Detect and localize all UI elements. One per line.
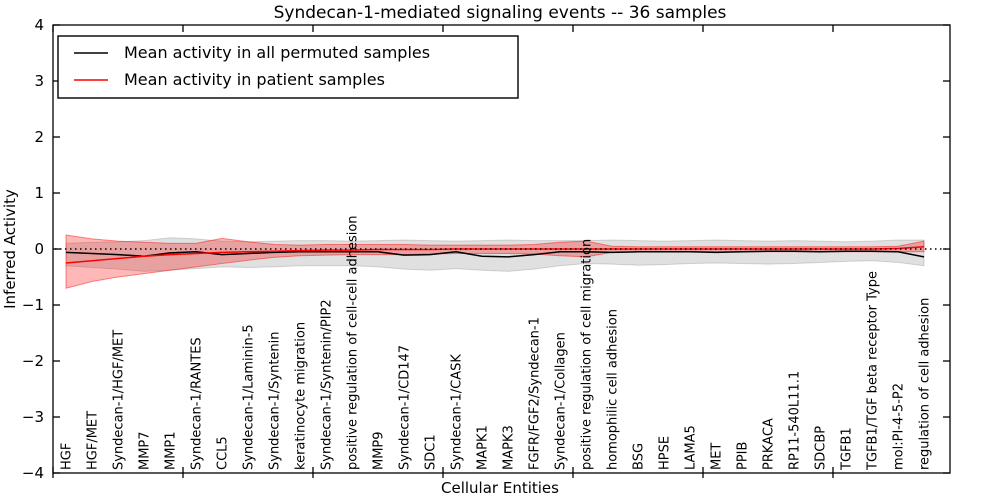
x-category-label: CCL5 bbox=[215, 436, 230, 470]
legend-label-patient: Mean activity in patient samples bbox=[124, 70, 385, 89]
x-category-label: HGF/MET bbox=[85, 411, 100, 470]
y-tick-label: −3 bbox=[22, 408, 44, 426]
x-category-label: Syndecan-1/CD147 bbox=[397, 345, 412, 470]
x-category-label: MMP1 bbox=[163, 431, 178, 470]
x-category-label: positive regulation of cell migration bbox=[579, 239, 594, 470]
confidence-bands bbox=[65, 234, 925, 289]
x-category-label: Syndecan-1/RANTES bbox=[189, 337, 204, 470]
chart-title: Syndecan-1-mediated signaling events -- … bbox=[274, 3, 727, 23]
x-category-label: mol:PI-4-5-P2 bbox=[891, 383, 906, 470]
y-tick-label: 1 bbox=[34, 184, 44, 202]
x-category-label: TGFB1 bbox=[839, 427, 854, 471]
x-category-label: HGF bbox=[59, 443, 74, 470]
x-category-label: Syndecan-1/Collagen bbox=[553, 332, 568, 470]
y-tick-labels: −4 −3 −2 −1 0 1 2 3 4 bbox=[22, 16, 44, 482]
x-category-label: PRKACA bbox=[761, 418, 776, 470]
x-category-label: RP11-540L11.1 bbox=[787, 371, 802, 470]
series-lines bbox=[55, 246, 946, 264]
x-category-label: FGFR/FGF2/Syndecan-1 bbox=[527, 317, 542, 470]
x-category-label: Syndecan-1/CASK bbox=[449, 354, 464, 470]
x-category-label: Syndecan-1/Syntenin/PIP2 bbox=[319, 299, 334, 470]
x-category-label: BSG bbox=[631, 443, 646, 470]
x-category-label: PPIB bbox=[735, 442, 750, 470]
permuted-samples-range-band bbox=[65, 237, 925, 272]
x-category-label: homophilic cell adhesion bbox=[605, 309, 620, 470]
legend-box bbox=[57, 35, 519, 99]
x-category-label: HPSE bbox=[657, 436, 672, 470]
y-tick-label: 4 bbox=[34, 16, 44, 34]
x-category-label: MET bbox=[709, 443, 724, 470]
legend: Mean activity in all permuted samples Me… bbox=[57, 35, 519, 99]
y-tick-label: −4 bbox=[22, 464, 44, 482]
x-category-labels: HGF HGF/MET Syndecan-1/HGF/MET MMP7 MMP1 Synd… bbox=[59, 215, 932, 471]
x-category-label: SDC1 bbox=[423, 434, 438, 470]
x-category-label: Syndecan-1/Laminin-5 bbox=[241, 324, 256, 470]
y-tick-label: 2 bbox=[34, 128, 44, 146]
x-axis-label: Cellular Entities bbox=[441, 479, 559, 497]
y-tick-label: −1 bbox=[22, 296, 44, 314]
x-category-label: TGFB1/TGF beta receptor Type bbox=[865, 271, 880, 471]
legend-label-permuted: Mean activity in all permuted samples bbox=[124, 43, 430, 62]
x-category-label: LAMA5 bbox=[683, 425, 698, 470]
y-tick-label: 0 bbox=[34, 240, 44, 258]
x-category-label: Syndecan-1/Syntenin bbox=[267, 332, 282, 471]
x-category-label: positive regulation of cell-cell adhesio… bbox=[345, 215, 360, 470]
y-tick-label: −2 bbox=[22, 352, 44, 370]
x-category-label: SDCBP bbox=[813, 426, 828, 470]
x-category-label: keratinocyte migration bbox=[293, 322, 308, 470]
x-category-label: MAPK1 bbox=[475, 425, 490, 470]
x-category-label: MMP7 bbox=[137, 431, 152, 470]
y-axis-label: Inferred Activity bbox=[1, 189, 19, 309]
y-tick-label: 3 bbox=[34, 72, 44, 90]
x-category-label: MAPK3 bbox=[501, 425, 516, 470]
x-category-label: Syndecan-1/HGF/MET bbox=[111, 330, 126, 470]
x-category-label: regulation of cell adhesion bbox=[917, 298, 932, 470]
x-category-label: MMP9 bbox=[371, 431, 386, 470]
